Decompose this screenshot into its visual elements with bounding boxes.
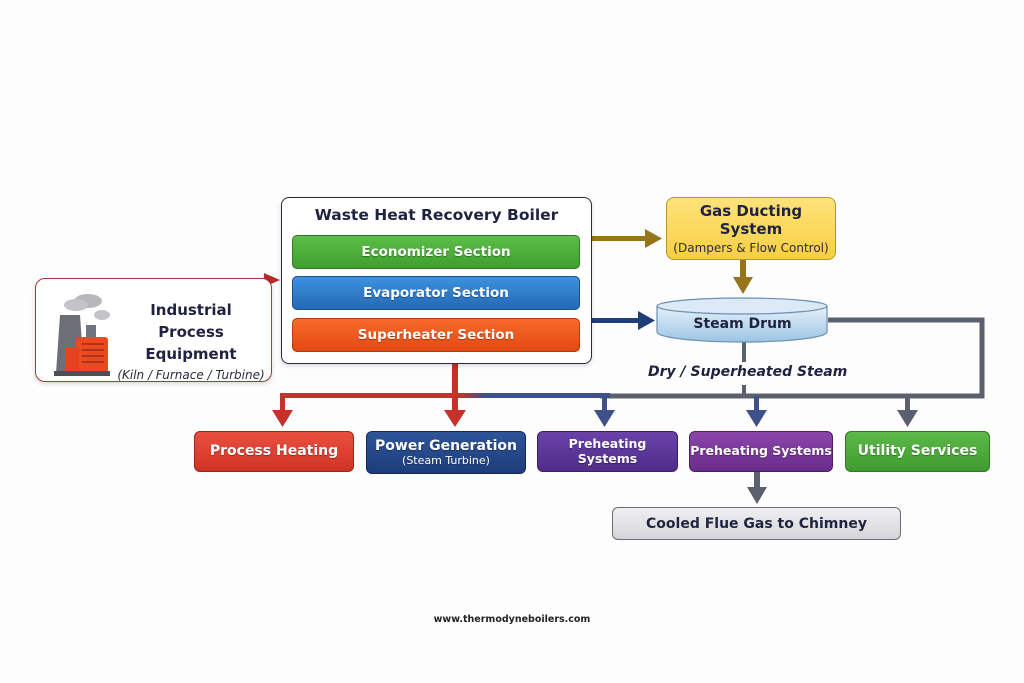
steam-label: Dry / Superheated Steam <box>648 364 848 380</box>
source-title-line2: Equipment <box>145 345 237 363</box>
chimney-label: Cooled Flue Gas to Chimney <box>646 515 867 532</box>
steam-drum-label: Steam Drum <box>693 316 792 332</box>
steam-distribution-arrows <box>594 396 918 427</box>
output-preheating-systems-1: Preheating Systems <box>537 431 678 472</box>
drum-return-loop <box>600 317 985 399</box>
superheater-section: Superheater Section <box>292 318 580 352</box>
source-subtitle: (Kiln / Furnace / Turbine) <box>117 368 265 382</box>
output-utility-services: Utility Services <box>845 431 990 472</box>
evaporator-label: Evaporator Section <box>363 285 509 301</box>
output-sublabel: (Steam Turbine) <box>402 454 490 468</box>
output-label: Power Generation <box>375 437 517 454</box>
output-label: Preheating Systems <box>568 436 647 466</box>
gas-ducting-system-box: Gas Ducting System (Dampers & Flow Contr… <box>666 197 836 260</box>
industrial-process-equipment-box: Industrial Process Equipment (Kiln / Fur… <box>35 278 272 382</box>
output-power-generation: Power Generation (Steam Turbine) <box>366 431 526 474</box>
superheater-label: Superheater Section <box>357 327 515 343</box>
website-footer: www.thermodyneboilers.com <box>433 614 591 625</box>
gas-ducting-subtitle: (Dampers & Flow Control) <box>673 241 829 255</box>
waste-heat-recovery-boiler: Waste Heat Recovery Boiler Economizer Se… <box>281 197 592 364</box>
factory-icon <box>54 294 110 376</box>
drum-steam-line <box>742 342 746 397</box>
output-label: Utility Services <box>857 443 978 460</box>
output-preheating-systems-2: Preheating Systems <box>689 431 833 472</box>
boiler-title: Waste Heat Recovery Boiler <box>314 206 559 224</box>
output-label: Process Heating <box>209 443 339 460</box>
source-title-line1: Industrial Process <box>150 301 232 341</box>
economizer-label: Economizer Section <box>361 244 511 260</box>
boiler-distribution-line <box>272 362 610 427</box>
cooled-flue-gas-box: Cooled Flue Gas to Chimney <box>612 507 901 540</box>
evaporator-section: Evaporator Section <box>292 276 580 310</box>
gas-ducting-to-drum-arrow <box>733 260 753 294</box>
flue-gas-arrow <box>747 472 767 504</box>
boiler-to-drum-arrow <box>591 311 655 330</box>
gas-ducting-title: Gas Ducting System <box>699 202 803 238</box>
steam-drum <box>656 297 828 343</box>
economizer-section: Economizer Section <box>292 235 580 269</box>
output-label: Preheating Systems <box>690 443 832 459</box>
boiler-to-gas-ducting-arrow <box>591 229 662 248</box>
output-process-heating: Process Heating <box>194 431 354 472</box>
